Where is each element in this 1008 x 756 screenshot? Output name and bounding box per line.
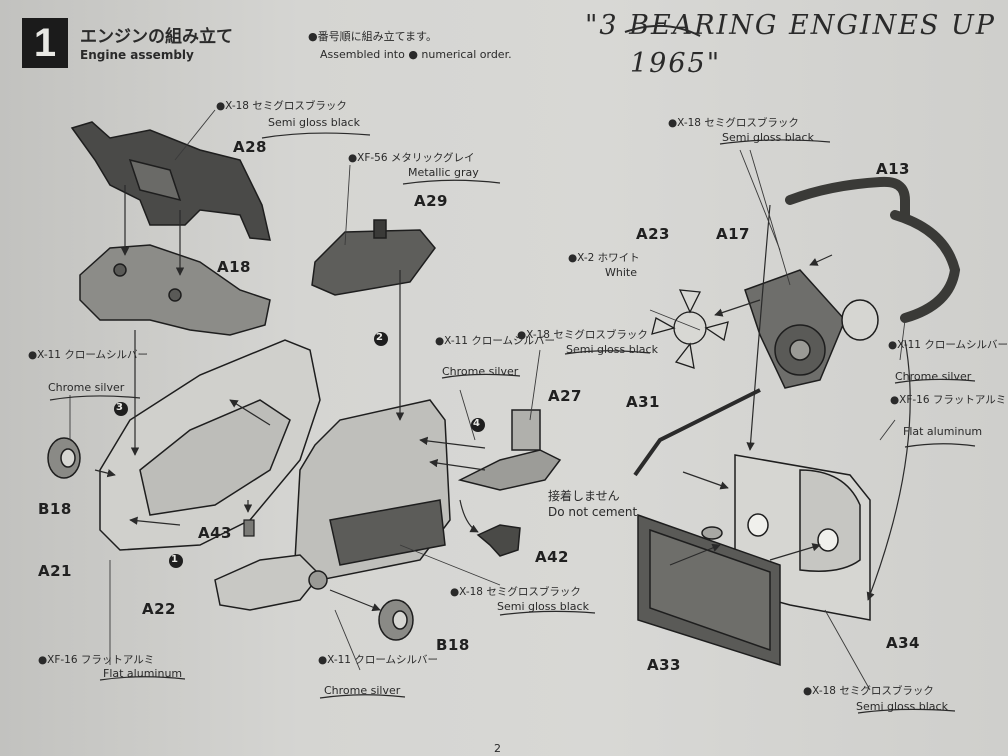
callout-xf16-right-jp: ●XF-16 フラットアルミ bbox=[890, 394, 1007, 406]
part-a31-pipe bbox=[633, 388, 761, 477]
callout-x11-left-en: Chrome silver bbox=[48, 381, 125, 394]
callout-x18-bottom-en: Semi gloss black bbox=[497, 600, 589, 613]
part-a13-hose bbox=[785, 176, 961, 323]
callout-xf16-left-en: Flat aluminum bbox=[103, 667, 183, 680]
part-a33-radiator bbox=[637, 513, 781, 667]
callout-x11-left-jp: ●X-11 クロームシルバー bbox=[28, 349, 149, 361]
callout-xf16-right-en: Flat aluminum bbox=[903, 425, 983, 438]
sequence-marker-1: 1 bbox=[171, 554, 178, 565]
callout-x18-bottomright-jp: ●X-18 セミグロスブラック bbox=[803, 685, 934, 697]
note-do-not-cement-en: Do not cement bbox=[548, 505, 638, 519]
handwritten-note-line-2: 1965" bbox=[630, 48, 722, 79]
sequence-marker-3: 3 bbox=[116, 402, 123, 413]
page-number: 2 bbox=[494, 742, 501, 755]
callout-xf56-en: Metallic gray bbox=[408, 166, 479, 179]
part-label-a13: A13 bbox=[876, 160, 910, 178]
callout-x2-jp: ●X-2 ホワイト bbox=[568, 252, 640, 264]
part-a28-cylinder-head bbox=[70, 121, 271, 241]
part-a18-gasket bbox=[79, 244, 271, 336]
sequence-marker-4: 4 bbox=[473, 418, 480, 429]
part-a23-fan bbox=[651, 289, 729, 369]
part-label-a29: A29 bbox=[414, 192, 448, 210]
step-title-en: Engine assembly bbox=[80, 48, 194, 62]
sequence-markers bbox=[114, 332, 485, 568]
callout-x11-right-jp: ●X-11 クロームシルバー bbox=[888, 339, 1008, 351]
part-label-a21: A21 bbox=[38, 562, 72, 580]
part-label-a28: A28 bbox=[233, 138, 267, 156]
part-label-a33: A33 bbox=[647, 656, 681, 674]
note-do-not-cement-jp: 接着しません bbox=[548, 489, 620, 503]
callout-x18-top-en: Semi gloss black bbox=[268, 116, 360, 129]
callout-x11-bottom-jp: ●X-11 クロームシルバー bbox=[318, 654, 439, 666]
callout-xf16-left-jp: ●XF-16 フラットアルミ bbox=[38, 654, 155, 666]
callout-xf56-jp: ●XF-56 メタリックグレイ bbox=[348, 152, 475, 164]
part-label-a27: A27 bbox=[548, 387, 582, 405]
callout-x11-mid-en: Chrome silver bbox=[442, 365, 519, 378]
part-label-a23: A23 bbox=[636, 225, 670, 243]
handwriting-strokes bbox=[624, 24, 701, 37]
part-a29-valve-cover bbox=[311, 219, 436, 296]
part-label-a18: A18 bbox=[217, 258, 251, 276]
part-label-a22: A22 bbox=[142, 600, 176, 618]
part-a17-belt-pulleys bbox=[744, 269, 879, 389]
part-label-b18-left: B18 bbox=[38, 500, 72, 518]
part-label-a31: A31 bbox=[626, 393, 660, 411]
callout-x18-mid-en: Semi gloss black bbox=[566, 343, 658, 356]
part-a43-pin bbox=[243, 519, 255, 537]
callout-x18-right-en: Semi gloss black bbox=[722, 131, 814, 144]
part-b18-pulley-left bbox=[47, 437, 81, 479]
part-a42-bracket bbox=[476, 524, 521, 557]
callout-x18-right-jp: ●X-18 セミグロスブラック bbox=[668, 117, 799, 129]
part-label-a34: A34 bbox=[886, 634, 920, 652]
callout-x18-mid-jp: ●X-18 セミグロスブラック bbox=[517, 329, 648, 341]
callout-x18-bottomright-en: Semi gloss black bbox=[856, 700, 948, 713]
callout-x11-mid-jp: ●X-11 クロームシルバー bbox=[435, 335, 556, 347]
instruction-jp: ●番号順に組み立てます。 bbox=[308, 30, 437, 43]
step-title-jp: エンジンの組み立て bbox=[80, 27, 233, 47]
callout-x2-en: White bbox=[605, 266, 637, 279]
assembly-arrows bbox=[94, 185, 911, 612]
instruction-en: Assembled into ● numerical order. bbox=[320, 48, 512, 61]
part-a22-crank-end bbox=[214, 554, 328, 611]
callout-x11-right-en: Chrome silver bbox=[895, 370, 972, 383]
part-label-b18-bottom: B18 bbox=[436, 636, 470, 654]
part-label-a43: A43 bbox=[198, 524, 232, 542]
callout-x18-top-jp: ●X-18 セミグロスブラック bbox=[216, 100, 347, 112]
sequence-marker-2: 2 bbox=[376, 332, 383, 343]
part-a27-distributor bbox=[457, 409, 562, 491]
step-number-badge: 1 bbox=[22, 18, 68, 68]
callout-x11-bottom-en: Chrome silver bbox=[324, 684, 401, 697]
part-engine-block bbox=[294, 399, 451, 581]
part-a21-block-half bbox=[99, 339, 321, 551]
part-label-a42: A42 bbox=[535, 548, 569, 566]
callout-x18-bottom-jp: ●X-18 セミグロスブラック bbox=[450, 586, 581, 598]
paint-underlines bbox=[49, 132, 976, 714]
part-label-a17: A17 bbox=[716, 225, 750, 243]
part-b18-pulley-bottom bbox=[378, 599, 414, 641]
callout-leaders bbox=[69, 109, 906, 691]
